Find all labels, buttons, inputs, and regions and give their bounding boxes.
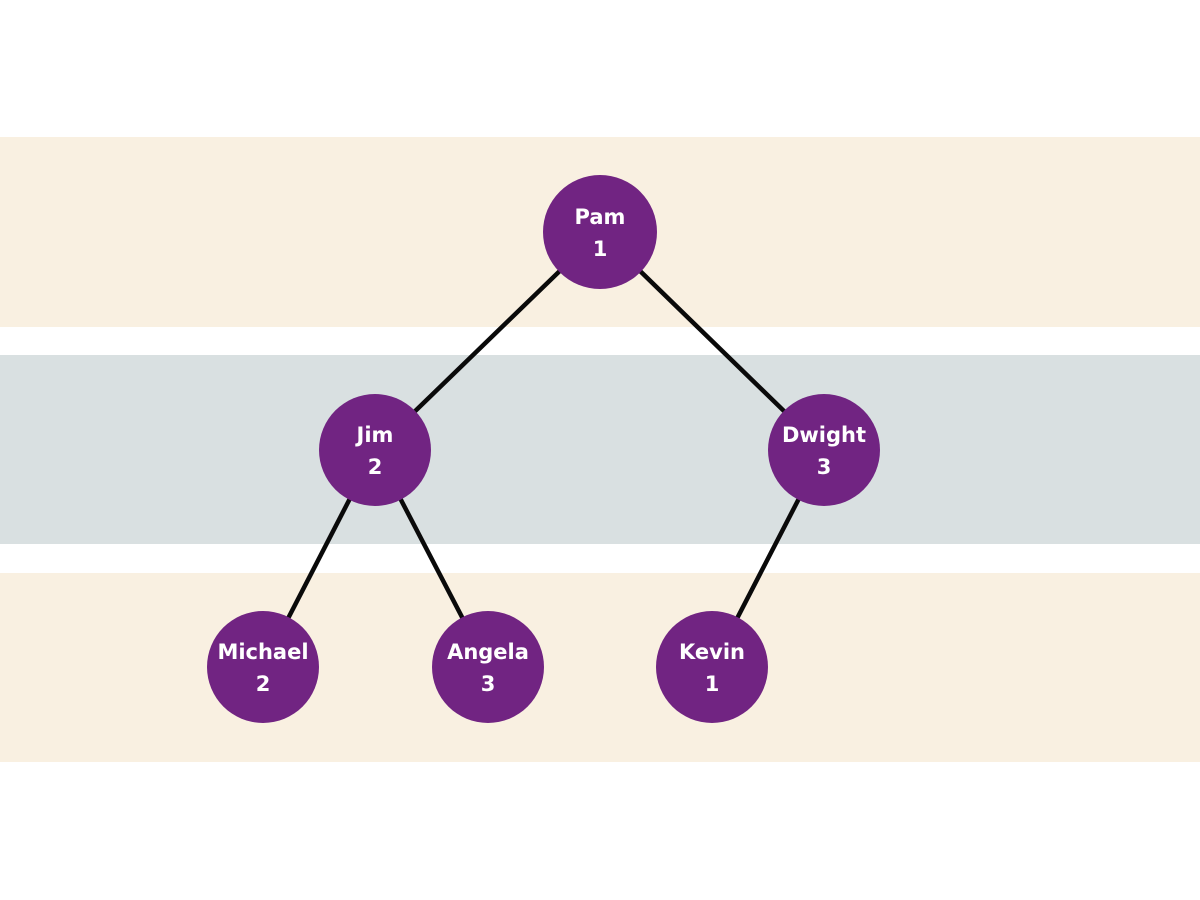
node-value-angela: 3 (481, 672, 496, 696)
tree-node-dwight: Dwight 3 (768, 394, 880, 506)
node-circle-jim (319, 394, 431, 506)
node-circle-pam (543, 175, 657, 289)
node-label-kevin: Kevin (679, 640, 745, 664)
node-label-angela: Angela (447, 640, 529, 664)
node-value-dwight: 3 (817, 455, 832, 479)
tree-node-michael: Michael 2 (207, 611, 319, 723)
node-circle-dwight (768, 394, 880, 506)
node-value-jim: 2 (368, 455, 383, 479)
level-band-2 (0, 355, 1200, 544)
level-band-3 (0, 573, 1200, 762)
node-label-jim: Jim (355, 423, 394, 447)
node-label-michael: Michael (217, 640, 308, 664)
node-value-pam: 1 (593, 237, 608, 261)
tree-node-pam: Pam 1 (543, 175, 657, 289)
node-circle-angela (432, 611, 544, 723)
node-label-pam: Pam (575, 205, 626, 229)
node-circle-michael (207, 611, 319, 723)
node-label-dwight: Dwight (782, 423, 866, 447)
node-value-kevin: 1 (705, 672, 720, 696)
tree-node-kevin: Kevin 1 (656, 611, 768, 723)
node-value-michael: 2 (256, 672, 271, 696)
tree-node-jim: Jim 2 (319, 394, 431, 506)
node-circle-kevin (656, 611, 768, 723)
tree-node-angela: Angela 3 (432, 611, 544, 723)
